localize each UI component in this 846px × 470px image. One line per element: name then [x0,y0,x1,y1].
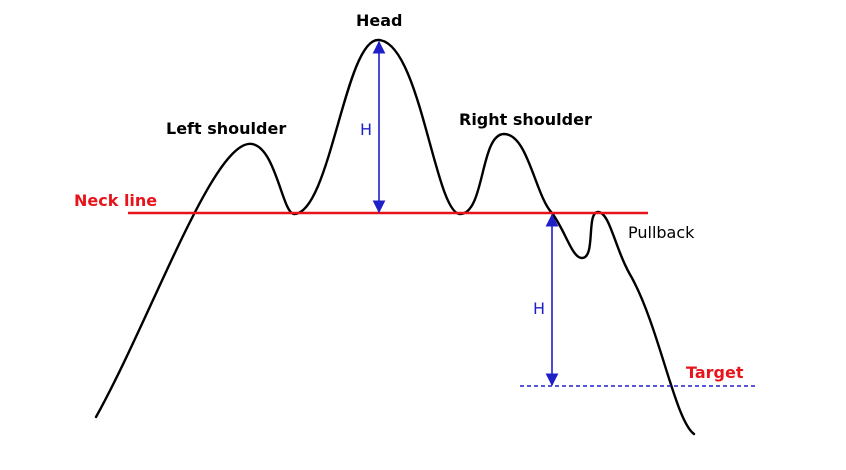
label-left-shoulder: Left shoulder [166,119,286,138]
label-pullback: Pullback [628,223,695,242]
label-height-lower: H [533,299,545,318]
label-right-shoulder: Right shoulder [459,110,592,129]
label-target: Target [686,363,744,382]
label-height-upper: H [360,120,372,139]
price-curve [94,38,696,436]
label-neck-line: Neck line [74,191,157,210]
label-head: Head [356,11,403,30]
